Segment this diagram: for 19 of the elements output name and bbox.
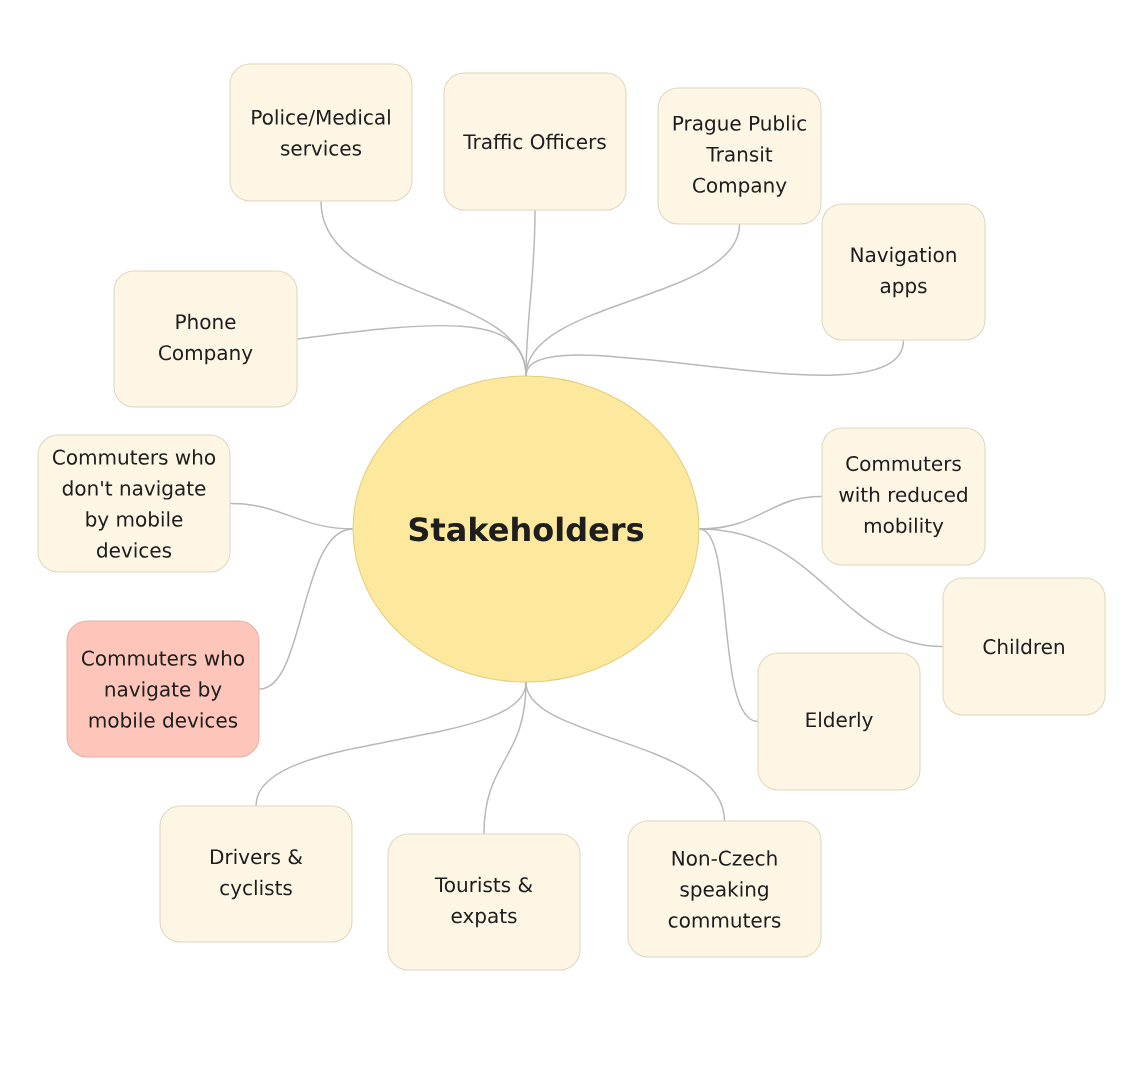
stakeholder-box: Tourists & expats [387, 833, 581, 971]
connector-line [525, 339, 905, 377]
connector-line [258, 528, 354, 690]
stakeholder-box: Commuters who don't navigate by mobile devices [37, 434, 231, 573]
connector-line [698, 528, 759, 723]
stakeholder-box: Traffic Officers [443, 72, 627, 211]
stakeholder-box: Police/Medical services [229, 63, 413, 202]
stakeholder-box: Children [942, 577, 1106, 716]
stakeholder-box: Phone Company [113, 270, 298, 408]
stakeholder-box: Navigation apps [821, 203, 986, 341]
connector-line [525, 681, 726, 822]
connector-line [296, 324, 527, 377]
highlighted-box: Commuters who navigate by mobile devices [66, 620, 260, 758]
stakeholder-box: Non-Czech speaking commuters [627, 820, 822, 958]
connector-line [698, 528, 944, 648]
stakeholder-box: Drivers & cyclists [159, 805, 353, 943]
stakeholder-box: Commuters with reduced mobility [821, 427, 986, 566]
stakeholder-box: Elderly [757, 652, 921, 791]
stakeholder-box: Prague Public Transit Company [657, 87, 822, 225]
